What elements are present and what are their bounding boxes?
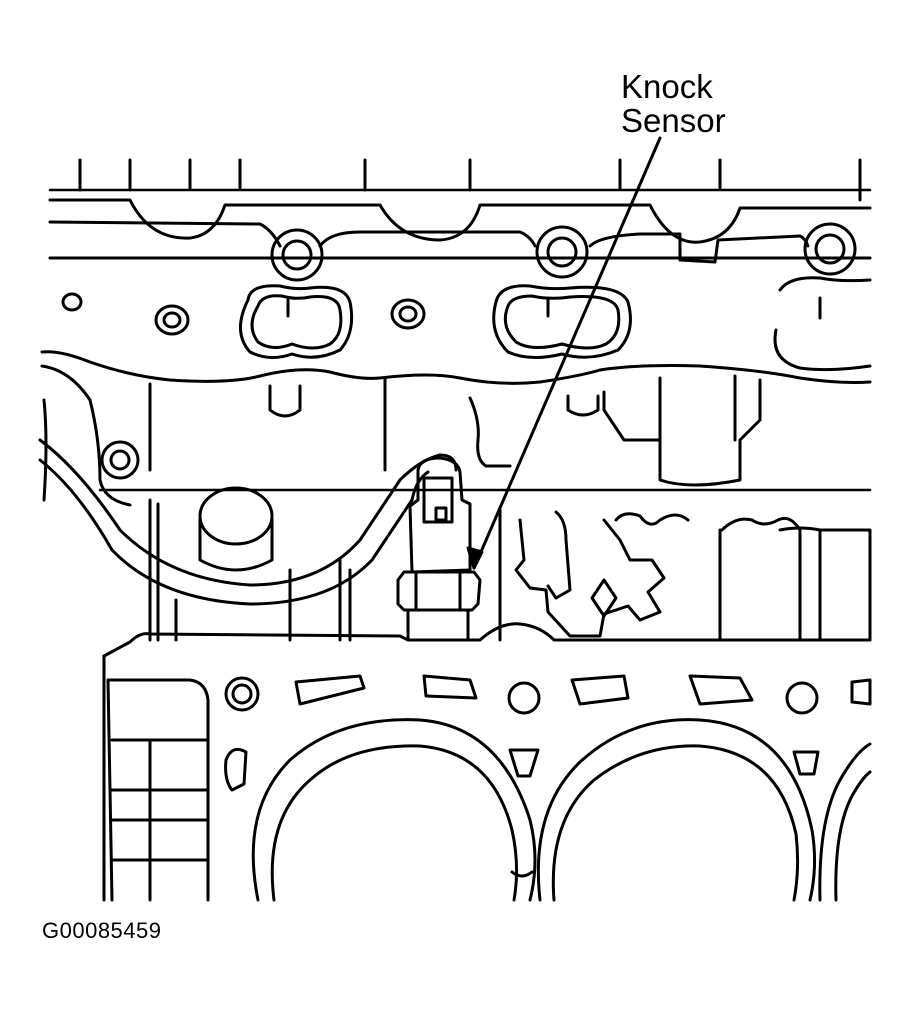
manifold-lower-bosses — [148, 374, 762, 487]
wiring-harness — [38, 364, 458, 606]
block-upper-details — [98, 486, 872, 642]
deck-passages — [224, 674, 872, 878]
callout-line-2: Sensor — [621, 102, 726, 139]
knock-sensor — [396, 456, 482, 640]
cylinder-bores — [251, 718, 872, 902]
knock-sensor-callout: Knock Sensor — [621, 70, 726, 138]
block-deck — [102, 622, 872, 902]
knock-sensor-leader — [466, 136, 662, 570]
callout-line-1: Knock — [621, 68, 713, 105]
port-flange — [40, 222, 872, 385]
intake-manifold — [48, 158, 872, 264]
figure-id-label: G00085459 — [42, 918, 162, 943]
